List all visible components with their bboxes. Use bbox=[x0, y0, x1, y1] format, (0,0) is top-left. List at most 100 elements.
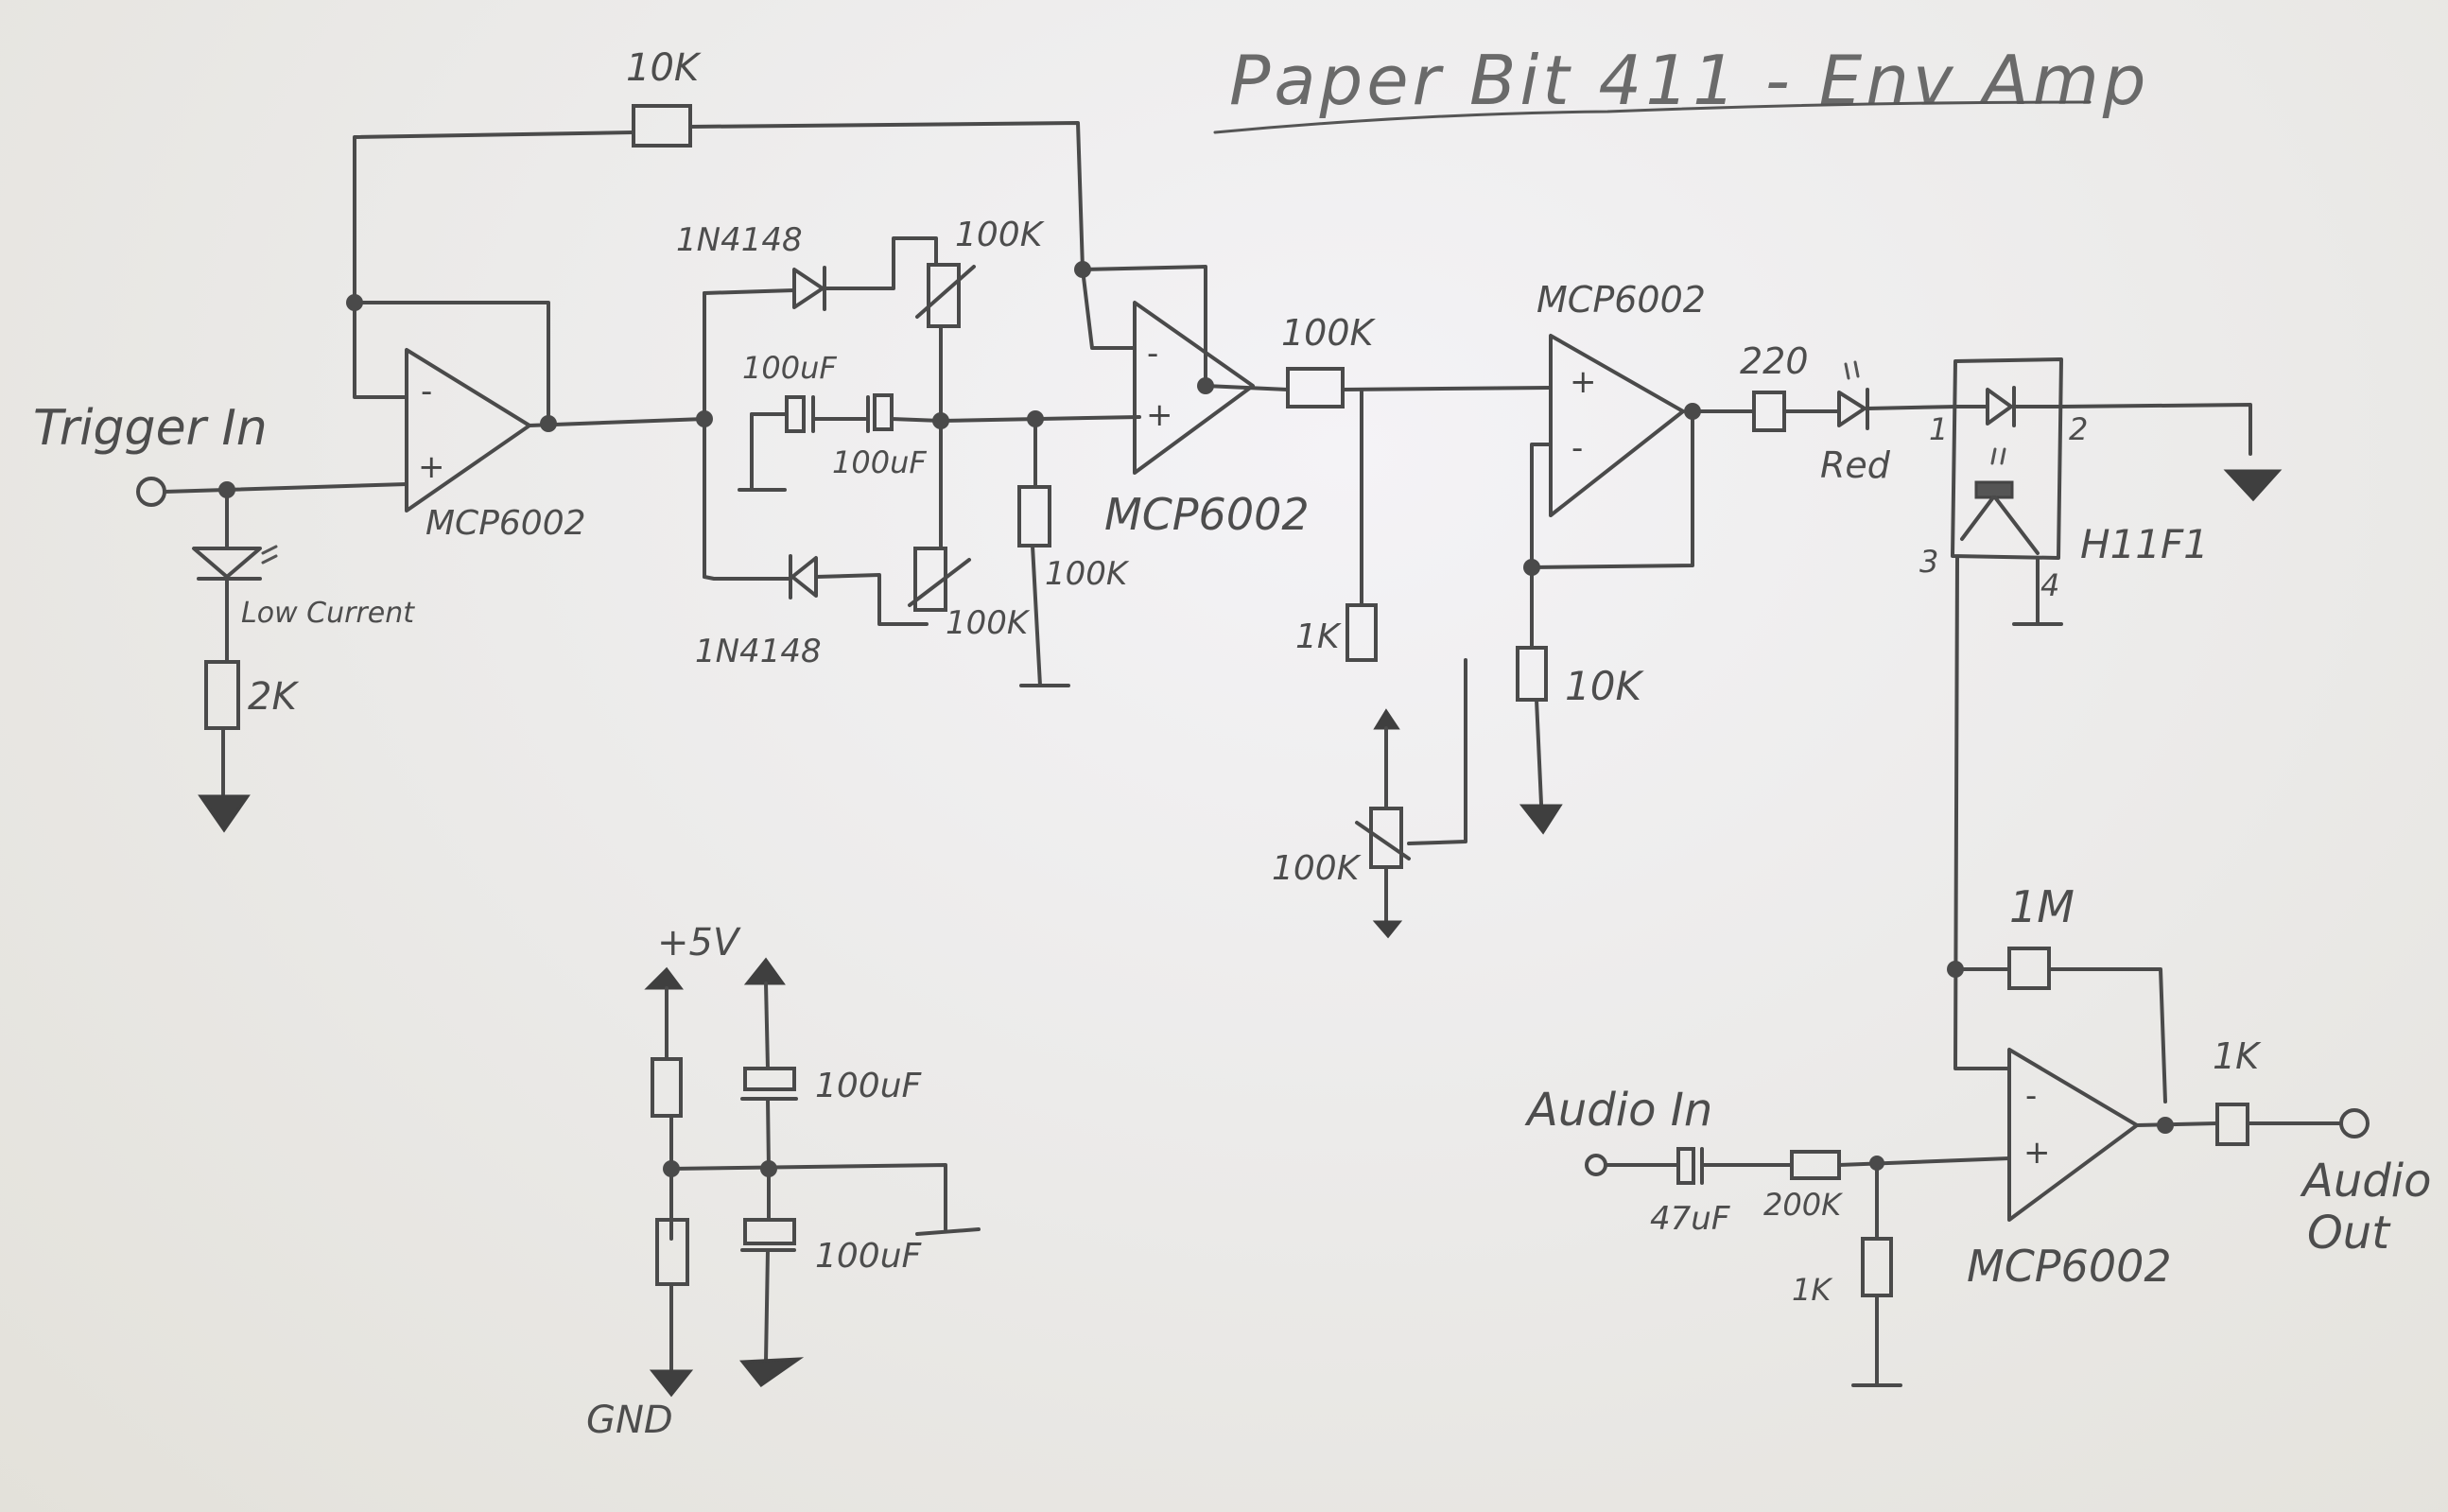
wire-u1-feedback bbox=[353, 301, 550, 423]
resistor-in-1k bbox=[1861, 1237, 1893, 1297]
low-current-label: Low Current bbox=[241, 597, 415, 630]
wire bbox=[764, 1248, 770, 1364]
resistor-1m-label: 1M bbox=[2009, 881, 2075, 932]
gnd-label: GND bbox=[586, 1399, 673, 1442]
opamp-u2: - + bbox=[1133, 301, 1255, 475]
resistor-10k-label: 10K bbox=[1565, 663, 1644, 709]
pot-bottom-label: 100K bbox=[946, 604, 1031, 642]
ground-icon bbox=[738, 1357, 805, 1388]
audio-out-jack[interactable] bbox=[2339, 1108, 2370, 1138]
wire bbox=[1535, 698, 1543, 806]
opamp-plus: + bbox=[418, 448, 445, 486]
wire-pin4 bbox=[2012, 556, 2063, 626]
resistor-divider-top bbox=[651, 1057, 683, 1118]
junction bbox=[2157, 1117, 2174, 1134]
led-red-label: Red bbox=[1820, 444, 1891, 486]
capacitor-ps-top-label: 100uF bbox=[815, 1067, 923, 1105]
resistor-220-label: 220 bbox=[1740, 340, 1809, 382]
ground-icon bbox=[1372, 920, 1403, 939]
wire-trigger-to-opamp bbox=[163, 482, 408, 494]
opamp-plus: + bbox=[1146, 396, 1173, 434]
opamp-u4: - + bbox=[2007, 1048, 2139, 1222]
opamp-u3-label: MCP6002 bbox=[1537, 279, 1706, 321]
wire bbox=[1866, 405, 1959, 410]
plus-5v-label: +5V bbox=[657, 921, 741, 965]
led-low-current-icon bbox=[192, 545, 278, 581]
capacitor-47uf-label: 47uF bbox=[1650, 1200, 1730, 1238]
optocoupler-h11f1 bbox=[1951, 357, 2063, 560]
wire-u3-feedback bbox=[1530, 409, 1694, 569]
junction bbox=[663, 1160, 680, 1177]
resistor-220 bbox=[1752, 391, 1786, 432]
wire bbox=[1407, 658, 1467, 845]
ground-icon bbox=[2223, 469, 2283, 502]
pin-3-label: 3 bbox=[1919, 544, 1938, 580]
capacitor-47uf bbox=[1676, 1147, 1695, 1185]
resistor-2k-label: 2K bbox=[248, 675, 299, 719]
vcc-arrow-icon bbox=[743, 957, 786, 985]
diode-top-icon bbox=[792, 266, 826, 311]
opamp-u3: + - bbox=[1549, 334, 1685, 517]
capacitor-ps-top bbox=[743, 1067, 796, 1091]
capacitor-c2 bbox=[873, 393, 894, 431]
resistor-in-1k-label: 1K bbox=[1792, 1272, 1833, 1308]
resistor-200k bbox=[1790, 1150, 1841, 1180]
wire bbox=[703, 288, 796, 295]
wire bbox=[1837, 1156, 2011, 1167]
resistor-1m bbox=[2007, 947, 2051, 990]
resistor-100k-pulldown-label: 100K bbox=[1045, 555, 1130, 593]
wire bbox=[1204, 384, 1290, 391]
wire bbox=[823, 236, 938, 290]
resistor-out-1k-label: 1K bbox=[2213, 1035, 2262, 1077]
opamp-minus: - bbox=[1147, 335, 1158, 373]
wire bbox=[766, 1097, 771, 1171]
opamp-u1-label: MCP6002 bbox=[425, 504, 586, 543]
wire bbox=[764, 982, 770, 1070]
audio-in-jack[interactable] bbox=[1585, 1154, 1607, 1176]
audio-in-label: Audio In bbox=[1524, 1084, 1712, 1137]
led-red-icon bbox=[1837, 360, 1869, 430]
diode-bottom-icon bbox=[789, 554, 818, 600]
pot-trim-wiper-icon bbox=[1355, 821, 1411, 860]
opamp-u4-label: MCP6002 bbox=[1967, 1241, 2172, 1292]
resistor-2k bbox=[204, 660, 240, 730]
diode-top-label: 1N4148 bbox=[676, 221, 803, 259]
resistor-10k-feedback-label: 10K bbox=[626, 46, 702, 90]
wire bbox=[1955, 403, 2252, 456]
wire bbox=[703, 575, 791, 581]
wire bbox=[2047, 967, 2167, 1104]
cap-ground bbox=[738, 412, 787, 492]
pot-trim-label: 100K bbox=[1272, 849, 1362, 888]
capacitor-c1-label: 100uF bbox=[742, 350, 837, 386]
resistor-10k-feedback bbox=[632, 104, 692, 148]
wire bbox=[1341, 386, 1553, 391]
wire-u2-feedback bbox=[1081, 265, 1207, 388]
pin-2-label: 2 bbox=[2069, 411, 2088, 447]
ground-icon bbox=[649, 1369, 694, 1398]
pot-top-label: 100K bbox=[955, 216, 1045, 254]
pin-1-label: 1 bbox=[1929, 411, 1948, 447]
capacitor-c1 bbox=[785, 395, 806, 433]
vcc-arrow-icon bbox=[644, 966, 684, 990]
wire bbox=[353, 130, 635, 304]
audio-out-label-1: Audio bbox=[2300, 1155, 2431, 1208]
wire bbox=[528, 417, 706, 427]
capacitor-c2-label: 100uF bbox=[832, 444, 927, 480]
capacitor-ps-bottom-label: 100uF bbox=[815, 1237, 923, 1276]
ground-icon bbox=[198, 794, 251, 833]
opamp-minus: - bbox=[1571, 429, 1583, 467]
trigger-in-jack[interactable] bbox=[136, 477, 166, 507]
wire-pin3 bbox=[1953, 556, 2011, 1070]
optocoupler-label: H11F1 bbox=[2080, 521, 2209, 567]
resistor-10k bbox=[1516, 646, 1548, 702]
wire bbox=[814, 573, 929, 626]
resistor-100k-series bbox=[1286, 367, 1345, 408]
wire-to-ground bbox=[1851, 1294, 1902, 1387]
pot-top[interactable] bbox=[927, 263, 961, 328]
wire bbox=[688, 121, 1085, 271]
trigger-in-label: Trigger In bbox=[33, 400, 268, 457]
opamp-plus: + bbox=[1570, 363, 1597, 401]
title-underline bbox=[1213, 100, 2092, 134]
